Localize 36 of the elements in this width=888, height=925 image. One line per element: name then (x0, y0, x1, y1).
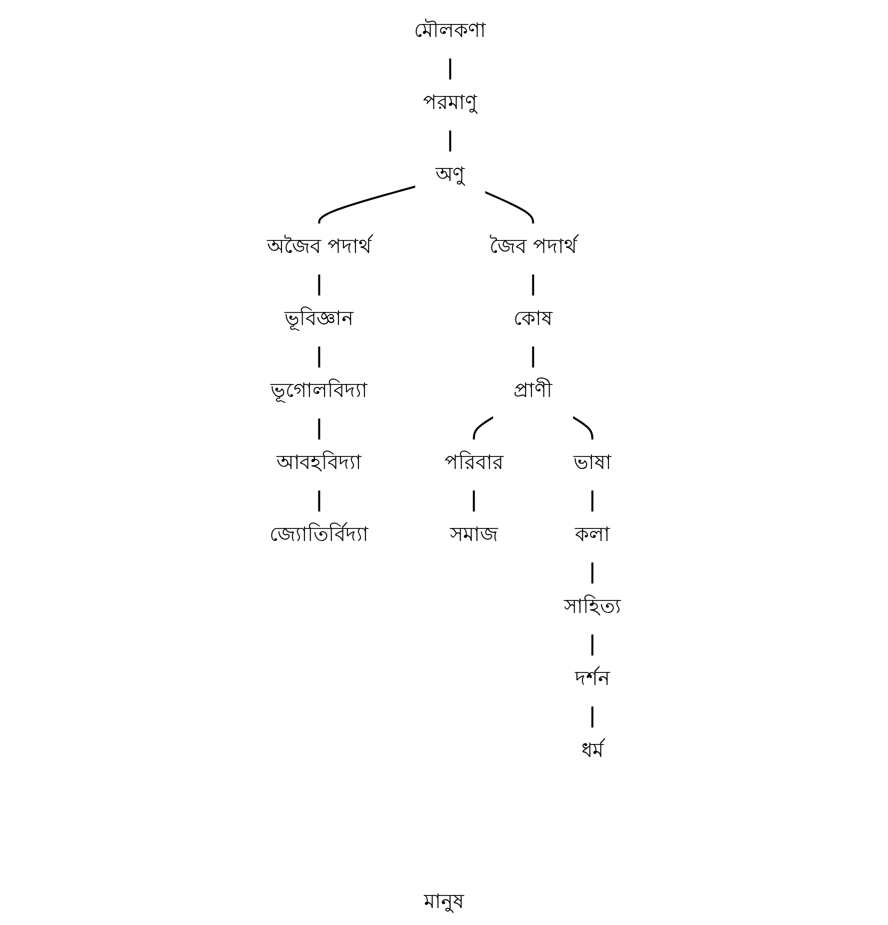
connector (591, 562, 594, 584)
note-text: মানুষ (424, 889, 464, 913)
node-text: সমাজ (450, 522, 498, 546)
node-text: ধর্ম (581, 738, 604, 762)
node-text: মৌলকণা (414, 18, 486, 42)
connector (532, 274, 534, 296)
connector (591, 490, 594, 512)
connector (472, 490, 475, 512)
connector (572, 416, 594, 440)
node-text: কোষ (514, 306, 553, 330)
connector (318, 274, 320, 296)
node-text: জৈব পদার্থ (489, 234, 577, 258)
node-text: আবহবিদ্যা (276, 450, 362, 474)
connector (591, 634, 594, 656)
connector (449, 58, 452, 80)
connector (532, 346, 534, 368)
node-text: ভূবিজ্ঞান (284, 306, 354, 330)
node-text: ভূগোলবিদ্যা (270, 378, 368, 402)
node-text: দর্শন (574, 666, 610, 690)
connector (449, 130, 452, 152)
connector (318, 418, 320, 440)
node-text: জ্যোতির্বিদ্যা (270, 522, 369, 546)
connector (484, 191, 534, 224)
node-text: অণু (436, 162, 465, 186)
node-text: পরমাণু (423, 90, 478, 114)
connector (591, 706, 594, 728)
node-text: সাহিত্য (564, 594, 621, 618)
node-text: পরিবার (444, 450, 504, 474)
connector (318, 490, 320, 512)
node-text: প্রাণী (514, 378, 553, 402)
node-text: অজৈব পদার্থ (267, 234, 372, 258)
node-text: ভাষা (573, 450, 612, 474)
connector (472, 416, 494, 440)
connector (318, 186, 416, 224)
node-text: কলা (574, 522, 610, 546)
connector (318, 346, 320, 368)
